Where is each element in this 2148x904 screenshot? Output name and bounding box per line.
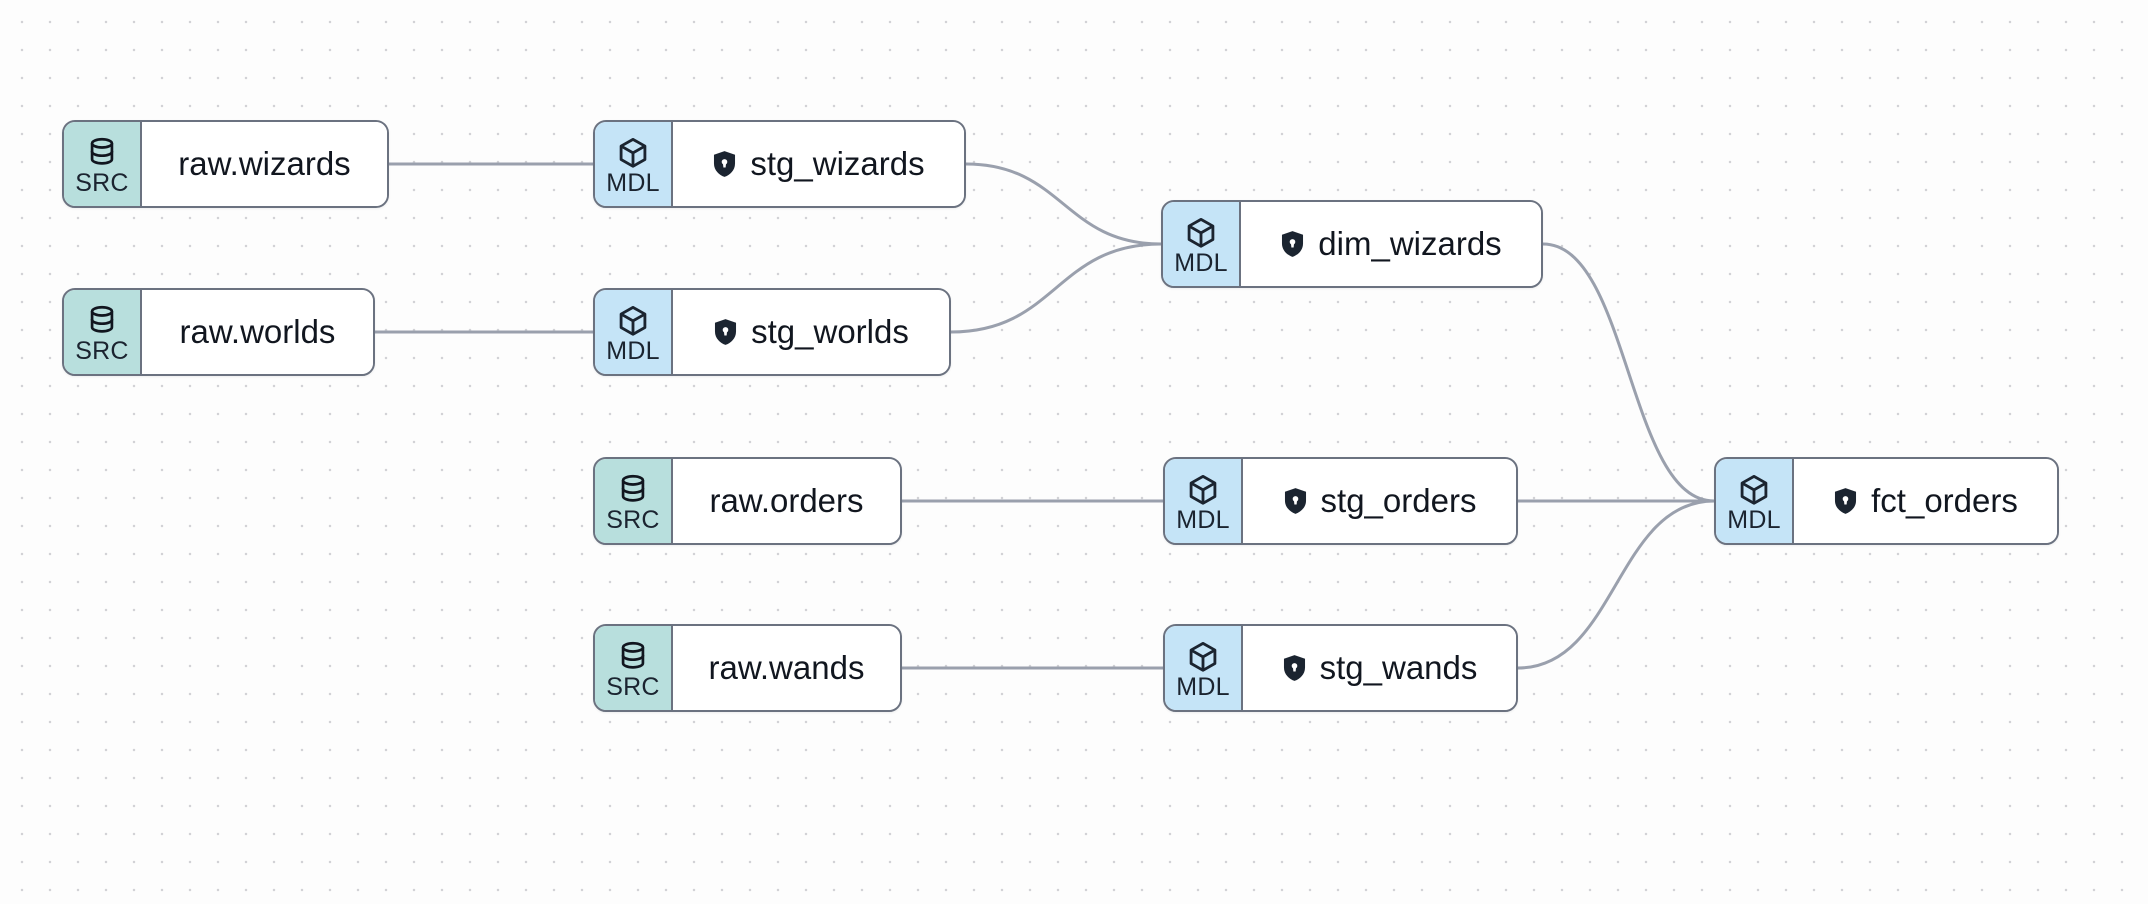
node-type-badge: SRC [595,626,673,710]
node-body[interactable]: raw.orders [673,459,900,543]
node-type-label: MDL [1176,673,1230,701]
node-type-badge: SRC [64,290,142,374]
node-label: raw.worlds [179,313,336,350]
lineage-edge [964,162,1163,246]
node-body[interactable]: stg_wizards [673,122,964,206]
lineage-node-raw_orders[interactable]: SRC raw.orders [593,457,902,545]
node-body[interactable]: fct_orders [1794,459,2057,543]
shield-lock-icon [1280,230,1305,258]
lineage-node-raw_wands[interactable]: SRC raw.wands [593,624,902,712]
lineage-node-fct_orders[interactable]: MDL fct_orders [1714,457,2059,545]
node-body[interactable]: stg_orders [1243,459,1516,543]
node-type-badge: MDL [595,290,673,374]
node-type-label: SRC [75,337,129,365]
node-body[interactable]: raw.wizards [142,122,387,206]
database-icon [616,640,650,674]
node-body[interactable]: dim_wizards [1241,202,1541,286]
node-type-label: MDL [1174,249,1228,277]
node-type-label: SRC [606,673,660,701]
node-label: stg_worlds [751,313,909,350]
node-body[interactable]: raw.worlds [142,290,373,374]
shield-lock-icon [713,318,738,346]
node-body[interactable]: stg_worlds [673,290,949,374]
lineage-node-raw_worlds[interactable]: SRC raw.worlds [62,288,375,376]
node-label: stg_orders [1320,482,1477,519]
lineage-edge [1541,242,1716,503]
cube-icon [1184,216,1218,250]
node-type-badge: SRC [595,459,673,543]
cube-icon [616,136,650,170]
node-label: stg_wands [1319,649,1478,686]
node-type-badge: SRC [64,122,142,206]
lineage-node-stg_wands[interactable]: MDL stg_wands [1163,624,1518,712]
node-label: dim_wizards [1318,225,1502,262]
node-label: stg_wizards [750,145,925,182]
node-label: raw.wizards [178,145,351,182]
database-icon [616,473,650,507]
node-label: fct_orders [1871,482,2018,519]
database-icon [85,304,119,338]
node-type-label: MDL [606,169,660,197]
node-body[interactable]: stg_wands [1243,626,1516,710]
node-type-badge: MDL [1165,459,1243,543]
lineage-node-stg_wizards[interactable]: MDL stg_wizards [593,120,966,208]
cube-icon [1737,473,1771,507]
lineage-edge [1516,499,1716,670]
lineage-edge [949,242,1163,334]
lineage-node-stg_orders[interactable]: MDL stg_orders [1163,457,1518,545]
node-type-badge: MDL [1163,202,1241,286]
shield-lock-icon [1833,487,1858,515]
database-icon [85,136,119,170]
lineage-node-dim_wizards[interactable]: MDL dim_wizards [1161,200,1543,288]
node-type-badge: MDL [1716,459,1794,543]
node-type-label: SRC [606,506,660,534]
node-label: raw.orders [709,482,864,519]
node-type-label: MDL [606,337,660,365]
node-type-label: SRC [75,169,129,197]
node-type-badge: MDL [595,122,673,206]
node-label: raw.wands [708,649,865,686]
node-type-label: MDL [1176,506,1230,534]
node-type-label: MDL [1727,506,1781,534]
lineage-node-stg_worlds[interactable]: MDL stg_worlds [593,288,951,376]
cube-icon [1186,473,1220,507]
lineage-node-raw_wizards[interactable]: SRC raw.wizards [62,120,389,208]
shield-lock-icon [1283,487,1308,515]
node-body[interactable]: raw.wands [673,626,900,710]
cube-icon [616,304,650,338]
cube-icon [1186,640,1220,674]
shield-lock-icon [712,150,737,178]
shield-lock-icon [1282,654,1307,682]
node-type-badge: MDL [1165,626,1243,710]
